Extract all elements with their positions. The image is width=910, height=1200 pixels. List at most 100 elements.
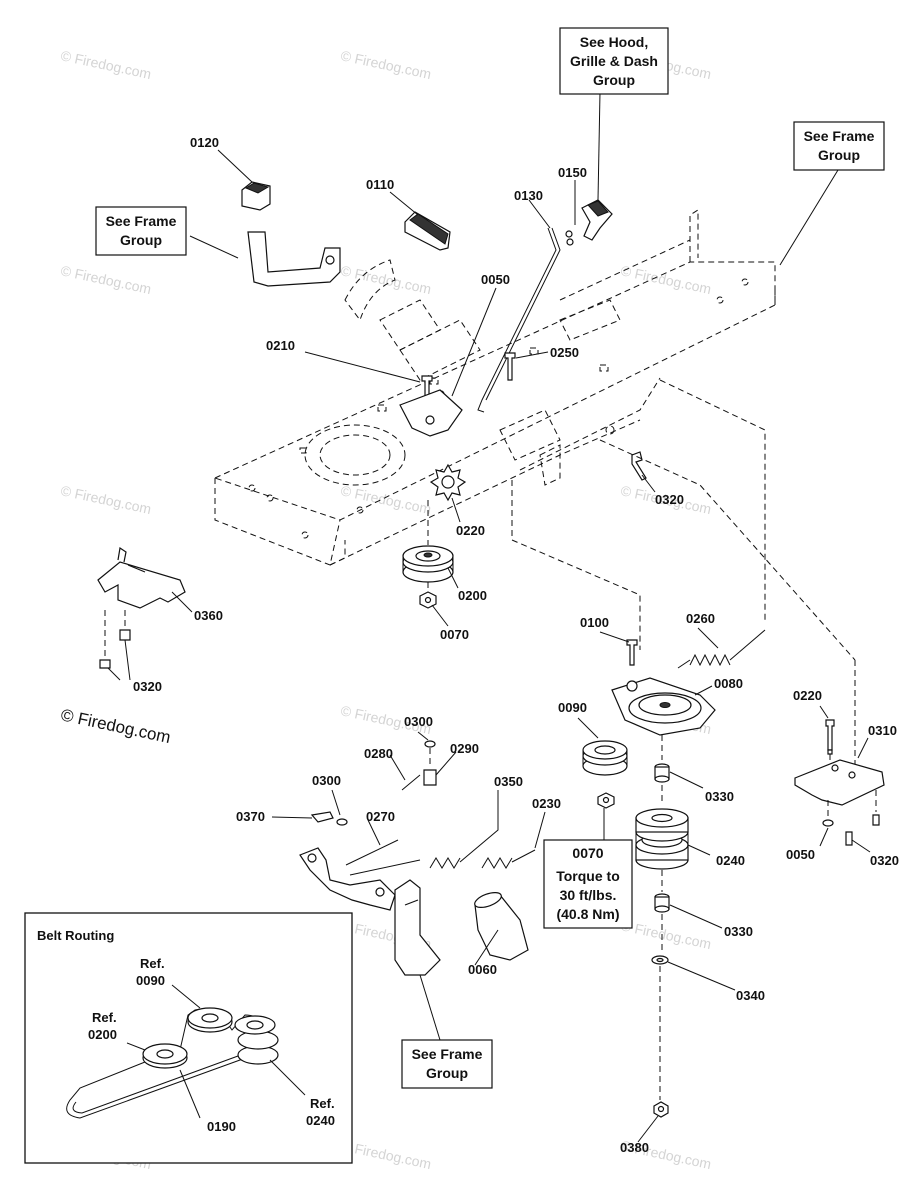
part-label: 0100: [580, 615, 609, 630]
washer-0340: [651, 955, 669, 1100]
part-label: 0260: [686, 611, 715, 626]
ref-label: Ref.: [310, 1096, 335, 1111]
part-label: 0090: [558, 700, 587, 715]
part-label: 0110: [366, 177, 394, 192]
callout-line: Group: [120, 232, 162, 248]
part-label: 0320: [655, 492, 684, 507]
part-label: 0330: [705, 789, 734, 804]
watermark: © Firedog.com: [339, 47, 432, 82]
callout-frame-left: See Frame Group: [95, 206, 187, 256]
watermark: © Firedog.com: [59, 47, 152, 82]
part-label: 0070: [440, 627, 469, 642]
part-label: 0250: [550, 345, 579, 360]
idler-pulley-0200: [402, 500, 454, 592]
part-label: 0310: [868, 723, 897, 738]
ref-label: Ref.: [140, 956, 165, 971]
pedal-pad: [241, 181, 271, 211]
double-pulley-0240: [635, 808, 689, 870]
bracket-0310: [794, 719, 885, 846]
part-label: 0220: [793, 688, 822, 703]
belt-label: 0190: [207, 1119, 236, 1134]
part-label: 0050: [481, 272, 510, 287]
ref-label: 0090: [136, 973, 165, 988]
pulley-0090: [582, 740, 628, 776]
callout-line: See Frame: [804, 128, 875, 144]
control-rod: [477, 227, 561, 413]
watermark: © Firedog.com: [619, 262, 712, 297]
part-label: 0300: [404, 714, 433, 729]
nut-0380: [653, 1101, 669, 1118]
part-label: 0200: [458, 588, 487, 603]
watermark: © Firedog.com: [339, 262, 432, 297]
spacer-0330-top: [654, 735, 670, 805]
part-label: 0130: [514, 188, 543, 203]
part-label: 0320: [870, 853, 899, 868]
part-label: 0370: [236, 809, 265, 824]
callout-torque: 0070 Torque to 30 ft/lbs. (40.8 Nm): [543, 839, 633, 929]
part-label: 0380: [620, 1140, 649, 1155]
part-label: 0320: [133, 679, 162, 694]
brake-pedal: [404, 211, 451, 251]
watermark: © Firedog.com: [59, 262, 152, 297]
callout-line: Group: [818, 147, 860, 163]
torque-part-number: 0070: [572, 845, 603, 861]
bracket-0360: [97, 546, 186, 669]
callout-line: See Hood,: [580, 34, 648, 50]
callout-line: Grille & Dash: [570, 53, 658, 69]
ref-label: 0200: [88, 1027, 117, 1042]
part-label: 0080: [714, 676, 743, 691]
brake-bracket: [399, 389, 463, 437]
part-label: 0280: [364, 746, 393, 761]
part-label: 0240: [716, 853, 745, 868]
pedal-arm: [247, 231, 341, 287]
screw-0320: [631, 451, 647, 481]
ref-label: 0240: [306, 1113, 335, 1128]
part-label: 0050: [786, 847, 815, 862]
part-label: 0150: [558, 165, 587, 180]
watermark: © Firedog.com: [339, 482, 432, 517]
callout-frame-top-right: See Frame Group: [793, 121, 885, 171]
watermark: © Firedog.com: [59, 482, 152, 517]
part-label: 0270: [366, 809, 395, 824]
spring-0260: [677, 629, 766, 669]
copyright-text: © Firedog.com: [59, 705, 172, 747]
callout-frame-bottom: See Frame Group: [401, 1039, 493, 1089]
belt-routing-inset: Belt Routing Ref. 0090 Ref. 0200 Ref. 02…: [24, 912, 353, 1164]
star-washer: [429, 463, 467, 502]
linkage-assembly: [299, 740, 536, 976]
watermark: © Firedog.com: [339, 1137, 432, 1172]
ref-label: Ref.: [92, 1010, 117, 1025]
bolt-0100: [626, 639, 638, 666]
callout-line: 30 ft/lbs.: [560, 887, 617, 903]
callout-line: Torque to: [556, 868, 620, 884]
belt-routing-title: Belt Routing: [37, 928, 114, 943]
callout-line: (40.8 Nm): [556, 906, 619, 922]
part-label: 0120: [190, 135, 219, 150]
part-label: 0290: [450, 741, 479, 756]
nut-0070-top: [419, 591, 437, 609]
callout-line: Group: [426, 1065, 468, 1081]
idler-arm-0080: [611, 677, 716, 736]
part-label: 0350: [494, 774, 523, 789]
assembly-leaders: [511, 379, 856, 800]
nut-0070-center: [597, 792, 615, 809]
lever-handle: [565, 199, 613, 246]
part-label: 0220: [456, 523, 485, 538]
callout-hood-grille-dash: See Hood, Grille & Dash Group: [559, 27, 669, 95]
part-labels: 0120 0110 0130 0150 0050 0250 0210 0320 …: [133, 135, 899, 1155]
spacer-0330-bottom: [654, 870, 670, 950]
callout-line: See Frame: [106, 213, 177, 229]
part-label: 0230: [532, 796, 561, 811]
part-label: 0210: [266, 338, 295, 353]
part-label: 0360: [194, 608, 223, 623]
callout-line: See Frame: [412, 1046, 483, 1062]
leader-lines: [107, 91, 871, 1143]
part-label: 0330: [724, 924, 753, 939]
watermark: © Firedog.com: [619, 917, 712, 952]
part-label: 0300: [312, 773, 341, 788]
frame-assembly: [213, 209, 776, 566]
part-label: 0060: [468, 962, 497, 977]
part-label: 0340: [736, 988, 765, 1003]
callout-line: Group: [593, 72, 635, 88]
